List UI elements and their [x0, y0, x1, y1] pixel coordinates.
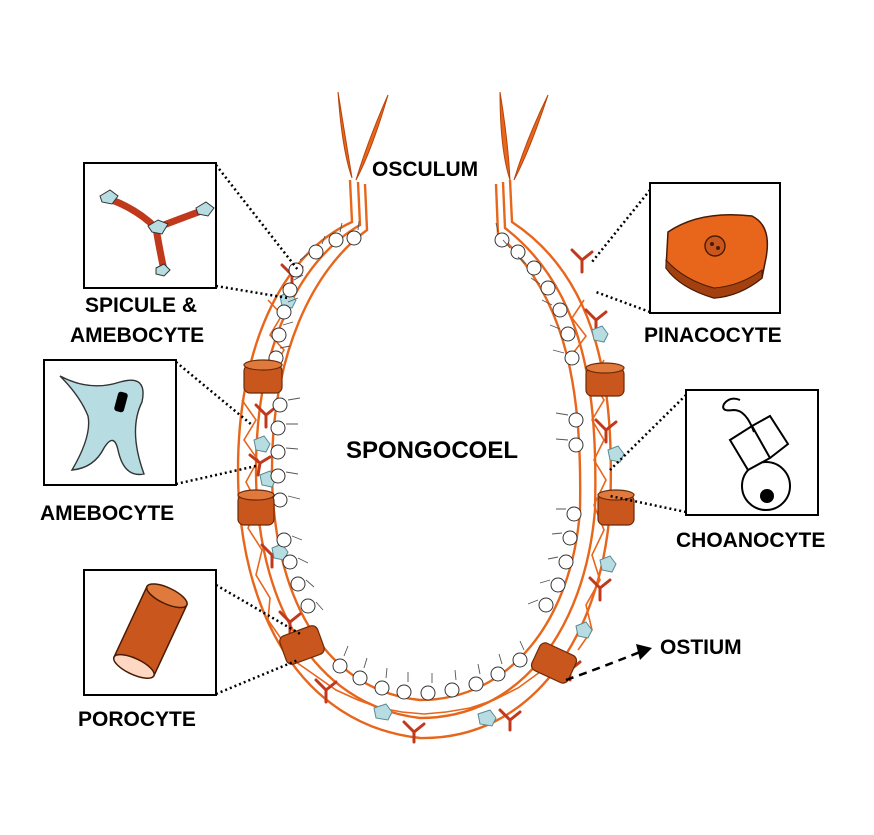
porocytes-in-wall: [237, 359, 635, 684]
choanocyte-inset: [685, 389, 819, 516]
leader-lines: [175, 164, 687, 696]
wall-porocyte: [597, 489, 635, 526]
osculum-label: OSCULUM: [372, 158, 478, 181]
choanocyte-nucleus-icon: [760, 489, 774, 503]
spongocoel-label: SPONGOCOEL: [346, 437, 518, 464]
flagellum-icon: [722, 397, 755, 433]
wall-porocyte: [237, 489, 275, 526]
ostium-arrow: [565, 644, 652, 682]
amebocyte-nucleus-icon: [114, 391, 128, 413]
pinacocyte-nucleus-icon: [704, 235, 726, 257]
wall-porocyte: [585, 362, 625, 397]
choanocyte-lining: [268, 230, 584, 701]
choanocyte-collars: [279, 220, 569, 683]
choanocyte-collar-icon: [728, 414, 790, 472]
pinacocyte-inset: [649, 182, 781, 314]
osculum-tips: [337, 91, 549, 181]
amebocyte-small-icon: [99, 189, 215, 277]
choanocyte-label: CHOANOCYTE: [676, 529, 825, 552]
wall-amebocytes: [253, 291, 625, 727]
amebocyte-inset: [43, 359, 177, 486]
spicule-amebocyte-label-line2: AMEBOCYTE: [70, 324, 204, 347]
spicule-amebocyte-label-line1: SPICULE &: [85, 294, 197, 317]
wall-porocyte: [279, 625, 325, 665]
ostium-label: OSTIUM: [660, 636, 742, 659]
spicule-amebocyte-inset: [83, 162, 217, 289]
choanocyte-cell-icon: [741, 461, 791, 511]
porocyte-inset: [83, 569, 217, 696]
pinacocyte-label: PINACOCYTE: [644, 324, 782, 347]
wall-porocyte: [530, 642, 578, 684]
porocyte-label: POROCYTE: [78, 708, 196, 731]
wall-porocyte: [243, 359, 283, 394]
amebocyte-label: AMEBOCYTE: [40, 502, 174, 525]
porocyte-cylinder-icon: [112, 583, 188, 679]
